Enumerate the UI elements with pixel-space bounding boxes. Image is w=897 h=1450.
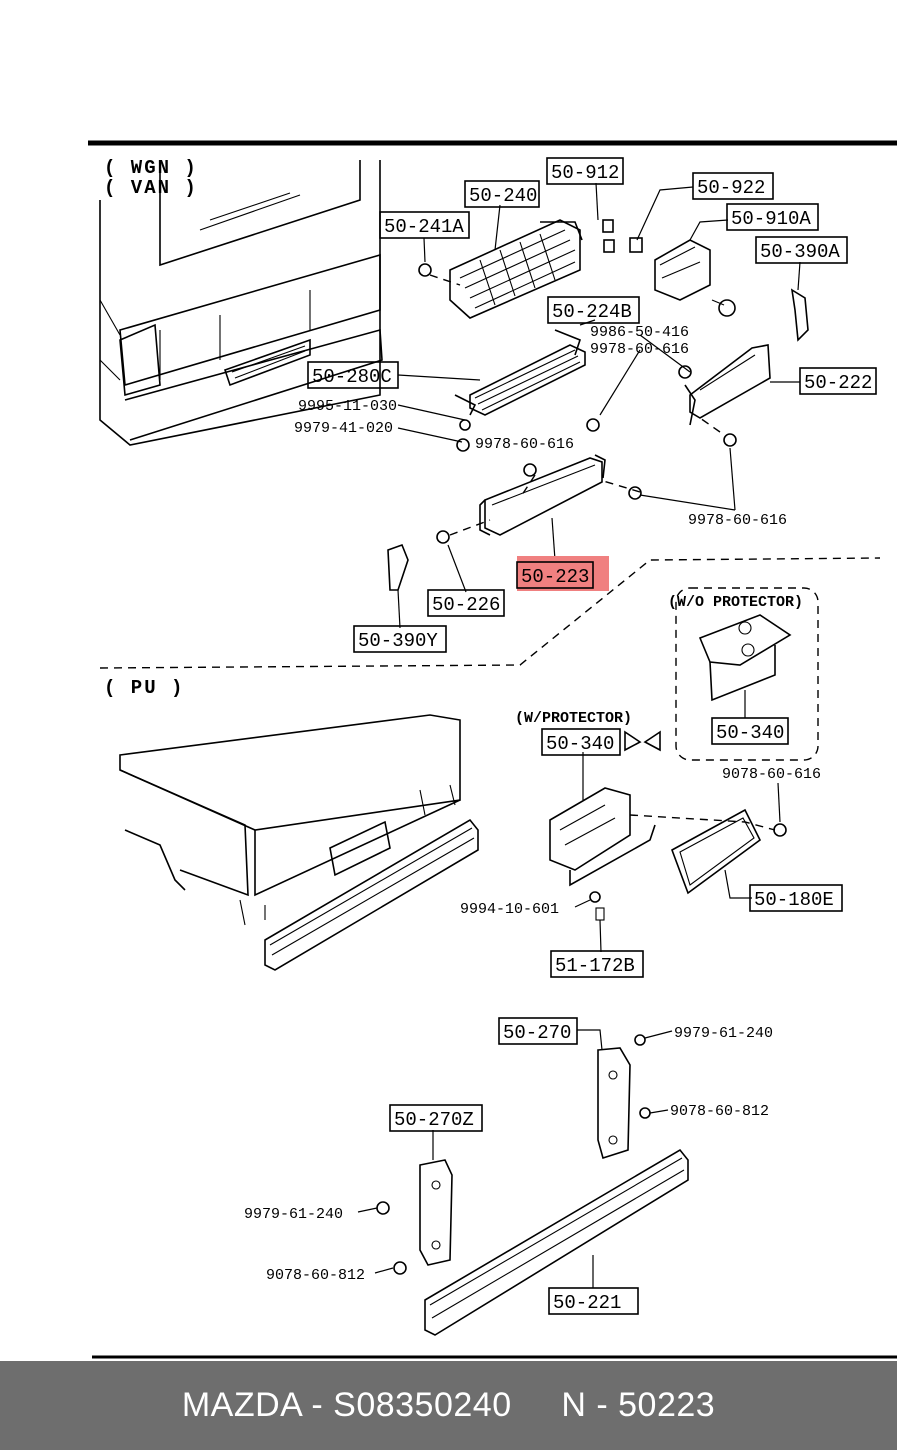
svg-text:50-340: 50-340 — [546, 733, 614, 755]
part-label-50-180E[interactable]: 50-180E — [749, 884, 843, 912]
part-label-50-922[interactable]: 50-922 — [692, 172, 774, 200]
part-label-50-226[interactable]: 50-226 — [427, 589, 505, 617]
part-label-50-910A[interactable]: 50-910A — [726, 203, 819, 231]
part-50-223-illustration — [479, 454, 606, 536]
footer-node-prefix: N — [561, 1386, 587, 1424]
wo-protector-frame — [675, 587, 819, 761]
section-label-wo-protector: (W/O PROTECTOR) — [668, 594, 803, 611]
fastener-label-9995-11-030[interactable]: 9995-11-030 — [298, 398, 397, 415]
bumper-bottom-illustration — [376, 1034, 689, 1336]
part-label-50-221[interactable]: 50-221 — [548, 1287, 639, 1315]
footer-gap — [512, 1386, 562, 1424]
section-label-wgn: ( WGN ) — [104, 157, 198, 179]
fastener-label-9979-41-020[interactable]: 9979-41-020 — [294, 420, 393, 437]
svg-text:50-226: 50-226 — [432, 594, 500, 616]
part-label-50-240[interactable]: 50-240 — [464, 180, 540, 208]
part-50-180E-illustration — [589, 808, 787, 921]
footer-caption: MAZDA - S08350240 N - 50223 — [182, 1386, 715, 1425]
svg-text:50-922: 50-922 — [697, 177, 765, 199]
van-rear-illustration — [99, 160, 383, 446]
fastener-label-9078-60-812-b[interactable]: 9078-60-812 — [266, 1267, 365, 1284]
footer-node-number: 50223 — [618, 1386, 716, 1424]
leader-lines-mid — [574, 690, 781, 953]
part-label-50-390A[interactable]: 50-390A — [755, 236, 848, 264]
fastener-label-9994-10-601[interactable]: 9994-10-601 — [460, 901, 559, 918]
footer-oem-number: S08350240 — [333, 1386, 512, 1424]
leader-lines-bottom — [357, 1029, 673, 1288]
svg-text:50-340: 50-340 — [716, 722, 784, 744]
fastener-label-9978-60-616-b[interactable]: 9978-60-616 — [475, 436, 574, 453]
part-label-50-223[interactable]: 50-223 — [516, 561, 594, 589]
svg-text:50-221: 50-221 — [553, 1292, 621, 1314]
part-label-50-224B[interactable]: 50-224B — [547, 296, 640, 324]
part-label-50-280C[interactable]: 50-280C — [307, 361, 399, 389]
part-label-50-270[interactable]: 50-270 — [498, 1017, 578, 1045]
svg-text:50-240: 50-240 — [469, 185, 537, 207]
part-50-340-wo-illustration — [698, 614, 792, 702]
part-50-340-w-illustration — [549, 730, 661, 887]
fastener-label-9978-60-616-c[interactable]: 9978-60-616 — [688, 512, 787, 529]
section-label-van: ( VAN ) — [104, 177, 198, 199]
part-50-240-illustration — [449, 219, 583, 319]
fastener-label-9979-61-240-b[interactable]: 9979-61-240 — [244, 1206, 343, 1223]
fastener-label-9078-60-616[interactable]: 9078-60-616 — [722, 766, 821, 783]
svg-text:50-390A: 50-390A — [760, 241, 840, 263]
fastener-label-9978-60-616-a[interactable]: 9978-60-616 — [590, 341, 689, 358]
svg-text:50-224B: 50-224B — [552, 301, 632, 323]
svg-text:50-222: 50-222 — [804, 372, 872, 394]
part-label-51-172B[interactable]: 51-172B — [550, 950, 644, 978]
svg-text:50-912: 50-912 — [551, 162, 619, 184]
part-50-222-illustration — [684, 344, 771, 426]
section-label-w-protector: (W/PROTECTOR) — [515, 710, 632, 727]
bolts — [418, 263, 737, 544]
part-label-50-222[interactable]: 50-222 — [799, 367, 877, 395]
svg-text:50-280C: 50-280C — [312, 366, 392, 388]
svg-text:50-223: 50-223 — [521, 566, 589, 588]
part-label-50-340-wo[interactable]: 50-340 — [711, 717, 789, 745]
svg-text:51-172B: 51-172B — [555, 955, 635, 977]
part-label-50-270Z[interactable]: 50-270Z — [389, 1104, 483, 1132]
svg-text:50-270Z: 50-270Z — [394, 1109, 474, 1131]
footer-bar: MAZDA - S08350240 N - 50223 — [0, 1361, 897, 1450]
part-50-224B-illustration — [454, 329, 586, 416]
svg-text:50-390Y: 50-390Y — [358, 630, 438, 652]
part-50-390Y-illustration — [387, 543, 409, 591]
svg-text:50-270: 50-270 — [503, 1022, 571, 1044]
fastener-label-9979-61-240-a[interactable]: 9979-61-240 — [674, 1025, 773, 1042]
fastener-label-9078-60-812-a[interactable]: 9078-60-812 — [670, 1103, 769, 1120]
part-label-50-912[interactable]: 50-912 — [546, 157, 624, 185]
section-label-pu: ( PU ) — [104, 677, 184, 699]
svg-text:50-180E: 50-180E — [754, 889, 834, 911]
svg-text:50-241A: 50-241A — [384, 216, 464, 238]
part-label-50-390Y[interactable]: 50-390Y — [353, 625, 447, 653]
pickup-rear-illustration — [119, 714, 479, 971]
leader-lines-top — [397, 182, 801, 629]
footer-separator: - — [301, 1386, 334, 1424]
parts-diagram: ( WGN ) ( VAN ) ( PU ) (W/O PROTECTOR) (… — [88, 140, 897, 1359]
svg-text:50-910A: 50-910A — [731, 208, 811, 230]
part-label-50-340-w[interactable]: 50-340 — [541, 728, 621, 756]
section-divider-pu — [99, 557, 881, 669]
fastener-label-9986-50-416[interactable]: 9986-50-416 — [590, 324, 689, 341]
footer-brand: MAZDA — [181, 1386, 302, 1424]
footer-separator-2: - — [586, 1386, 619, 1424]
part-50-390A-illustration — [790, 288, 809, 342]
part-label-50-241A[interactable]: 50-241A — [379, 211, 470, 239]
